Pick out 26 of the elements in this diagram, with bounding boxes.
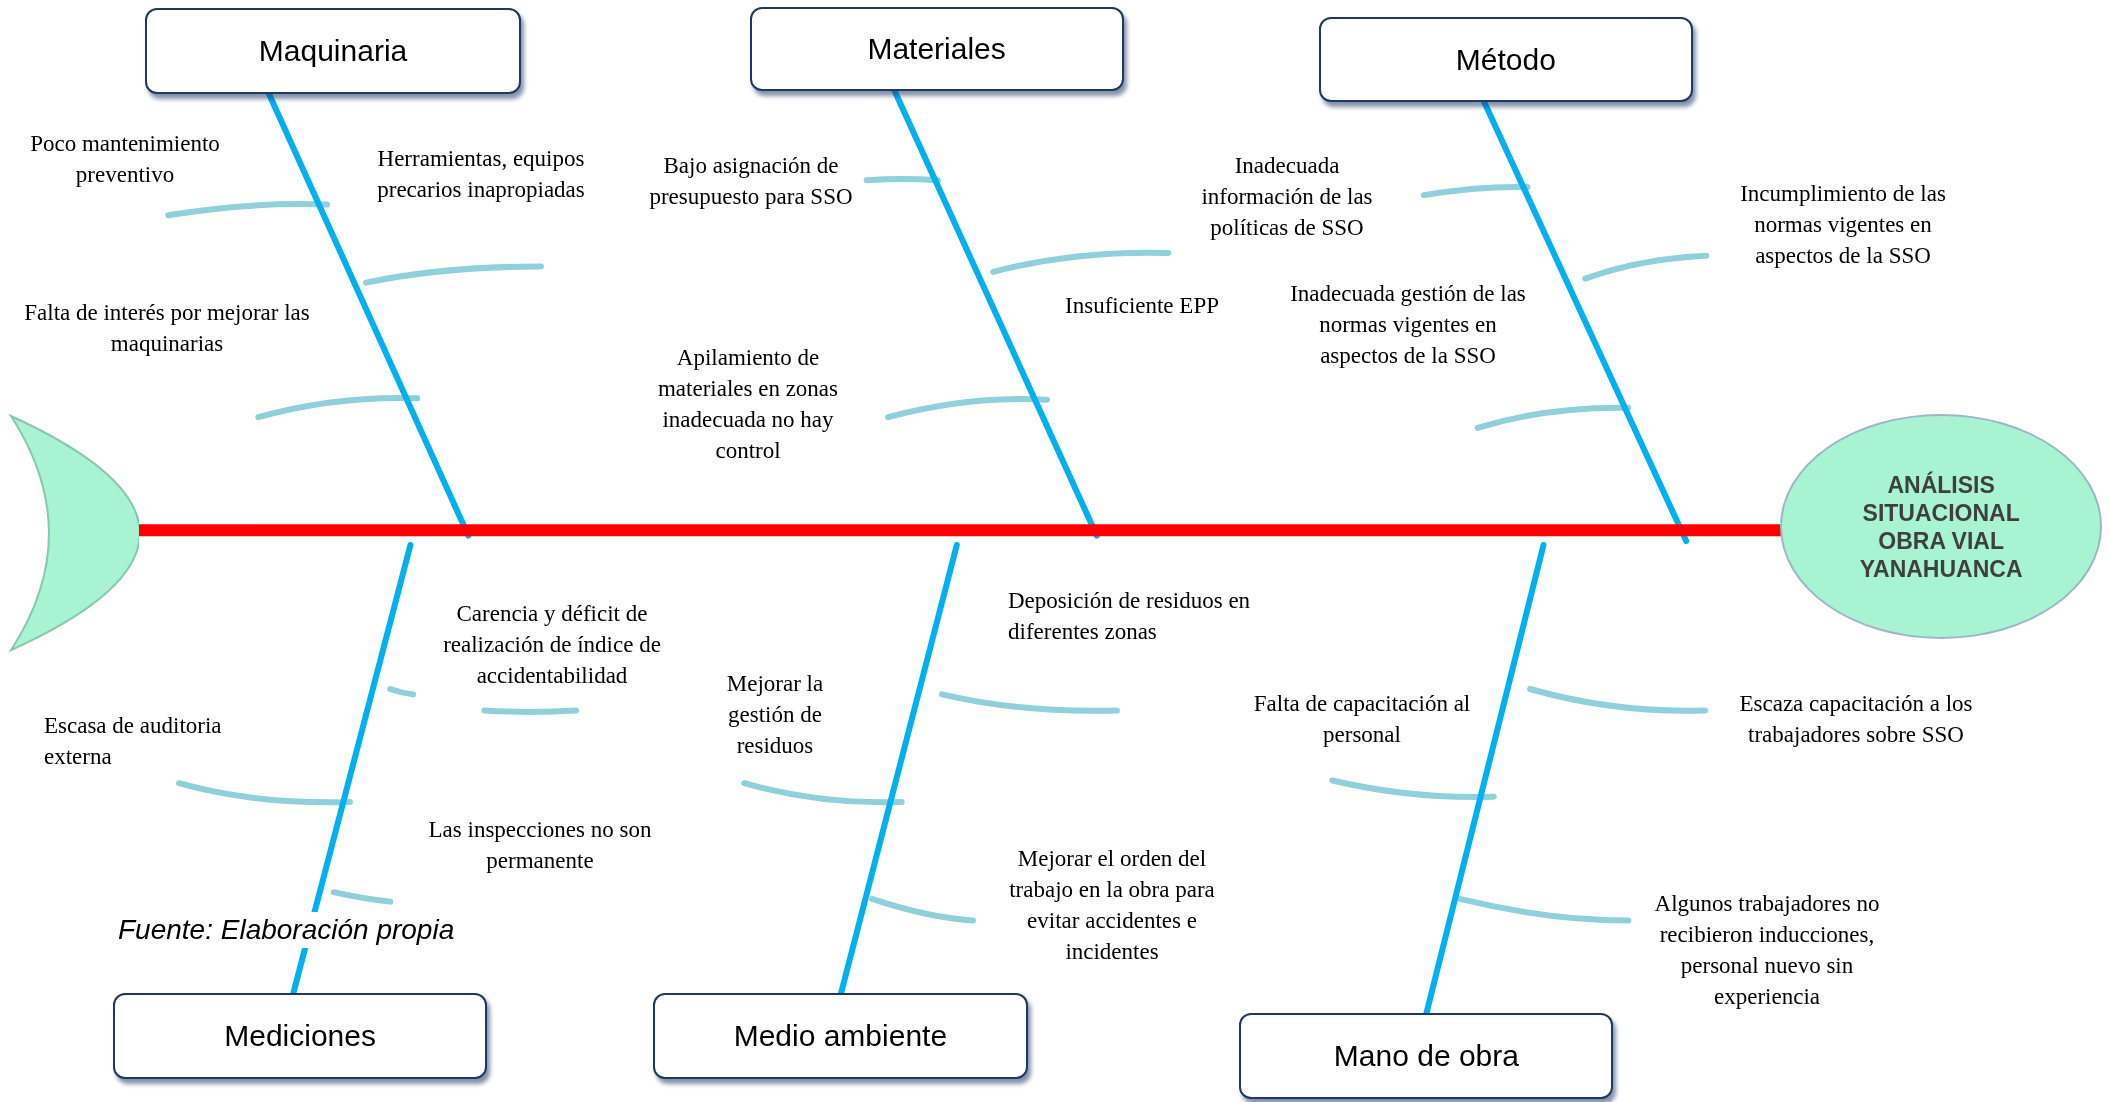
cause-text: Apilamiento de materiales en zonas inadecuada no hay control xyxy=(656,344,840,465)
head-ellipse: ANÁLISIS SITUACIONAL OBRA VIAL YANAHUANCA xyxy=(1780,414,2102,640)
cause-text: Deposición de residuos en diferentes zonas xyxy=(1008,587,1252,646)
cause-text: Escaza capacitación a los trabajadores sobre SSO xyxy=(1738,690,1974,749)
cause-text: Mejorar la gestión de residuos xyxy=(725,670,825,760)
cause-text: Incumplimiento de las normas vigentes en aspectos de la SSO xyxy=(1739,180,1947,270)
category-box: Método xyxy=(1318,17,1693,103)
cause-text: Carencia y déficit de realización de índice de accidentabilidad xyxy=(442,600,662,690)
cause-text: Inadecuada información de las políticas de SSO xyxy=(1200,152,1374,242)
cause-text: Falta de interés por mejorar las maquinarias xyxy=(23,299,311,358)
cause-text: Falta de capacitación al personal xyxy=(1252,690,1472,749)
cause-text: Las inspecciones no son permanente xyxy=(427,816,653,875)
cause-text: Herramientas, equipos precarios inapropiadas xyxy=(376,145,586,204)
category-box: Mediciones xyxy=(113,993,488,1080)
category-box: Materiales xyxy=(749,6,1124,92)
cause-text: Inadecuada gestión de las normas vigentes en aspectos de la SSO xyxy=(1289,280,1527,370)
cause-text: Mejorar el orden del trabajo en la obra para evitar accidentes e incidentes xyxy=(1008,845,1216,966)
cause-text: Bajo asignación de presupuesto para SSO xyxy=(648,152,854,211)
cause-text: Escasa de auditoria externa xyxy=(44,712,223,771)
category-box: Mano de obra xyxy=(1239,1013,1614,1100)
cause-text: Insuficiente EPP xyxy=(1064,292,1220,320)
tail-crescent xyxy=(6,414,139,653)
cause-text: Algunos trabajadores no recibieron inducciones, personal nuevo sin experiencia xyxy=(1653,890,1881,1011)
cause-text: Poco mantenimiento preventivo xyxy=(29,130,221,189)
category-box: Maquinaria xyxy=(145,8,521,95)
category-box: Medio ambiente xyxy=(652,993,1029,1080)
